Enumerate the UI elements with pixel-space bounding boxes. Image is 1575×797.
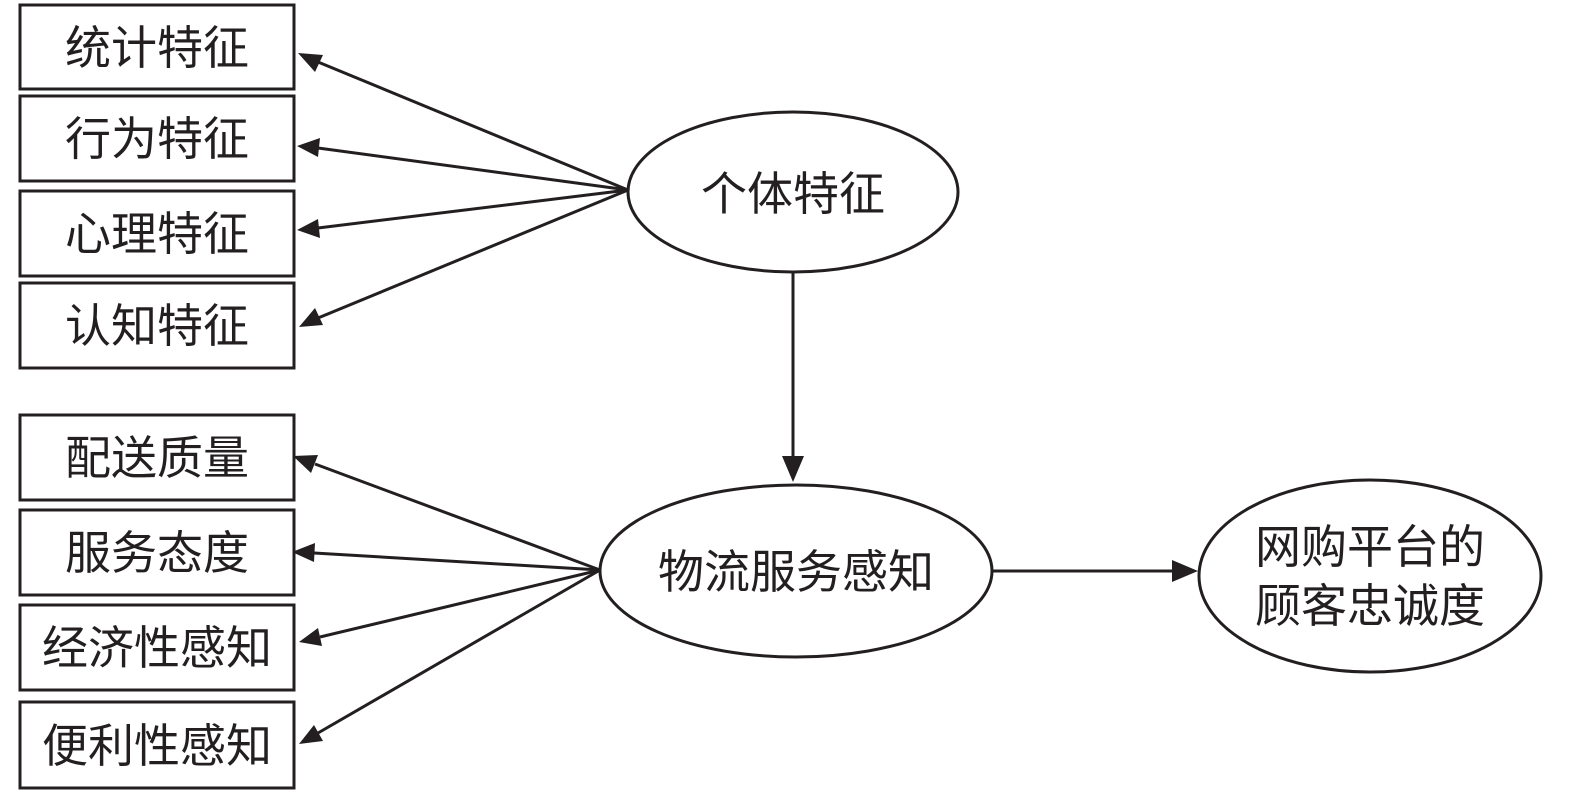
arrow-to-economic-perception	[319, 568, 601, 639]
ellipse-customer-loyalty: 网购平台的 顾客忠诚度	[1197, 478, 1543, 674]
arrow-to-service-attitude	[313, 551, 601, 572]
arrowhead-right	[1172, 560, 1198, 582]
arrowhead-delivery-quality	[293, 455, 318, 473]
arrowhead-service-attitude	[292, 543, 315, 562]
arrowhead-economic-perception	[299, 628, 322, 646]
label-service-attitude: 服务态度	[65, 526, 249, 580]
arrowhead-behavioral	[297, 138, 320, 157]
label-statistical-features: 统计特征	[65, 21, 249, 75]
label-cognitive-features: 认知特征	[65, 299, 249, 353]
arrowhead-psychological	[297, 219, 320, 238]
label-loyalty-line1: 网购平台的	[1255, 520, 1485, 574]
arrow-to-delivery-quality	[314, 462, 601, 572]
box-psychological-features: 心理特征	[18, 189, 296, 278]
logistics-to-loyalty-arrow	[993, 560, 1198, 582]
arrowhead-convenience-perception	[299, 725, 323, 744]
label-convenience-perception: 便利性感知	[42, 719, 272, 773]
arrow-to-cognitive	[317, 188, 629, 320]
arrow-to-psychological	[317, 188, 629, 230]
individual-features-arrows	[297, 53, 629, 327]
ellipse-individual-features: 个体特征	[626, 110, 960, 274]
individual-to-logistics-arrow	[782, 272, 804, 482]
label-economic-perception: 经济性感知	[42, 621, 272, 675]
box-cognitive-features: 认知特征	[18, 281, 296, 370]
box-service-attitude: 服务态度	[18, 508, 296, 597]
logistics-perception-arrows	[292, 455, 601, 744]
logistics-perception-items: 配送质量 服务态度 经济性感知 便利性感知	[18, 413, 296, 790]
box-delivery-quality: 配送质量	[18, 413, 296, 502]
label-logistics-service-perception: 物流服务感知	[658, 545, 934, 599]
label-individual-features: 个体特征	[701, 167, 885, 221]
arrowhead-down	[782, 456, 804, 482]
arrowhead-statistical	[298, 53, 323, 72]
label-psychological-features: 心理特征	[65, 207, 249, 261]
box-convenience-perception: 便利性感知	[18, 700, 296, 790]
box-economic-perception: 经济性感知	[18, 603, 296, 692]
ellipse-logistics-service-perception: 物流服务感知	[598, 483, 994, 659]
arrowhead-cognitive	[299, 308, 323, 327]
arrow-to-convenience-perception	[317, 568, 601, 735]
label-delivery-quality: 配送质量	[65, 431, 249, 485]
arrow-to-behavioral	[317, 146, 629, 192]
label-behavioral-features: 行为特征	[65, 112, 249, 166]
individual-features-items: 统计特征 行为特征 心理特征 认知特征	[18, 3, 296, 370]
arrow-to-statistical	[317, 60, 629, 192]
box-behavioral-features: 行为特征	[18, 94, 296, 183]
box-statistical-features: 统计特征	[18, 3, 296, 91]
label-loyalty-line2: 顾客忠诚度	[1255, 579, 1485, 633]
